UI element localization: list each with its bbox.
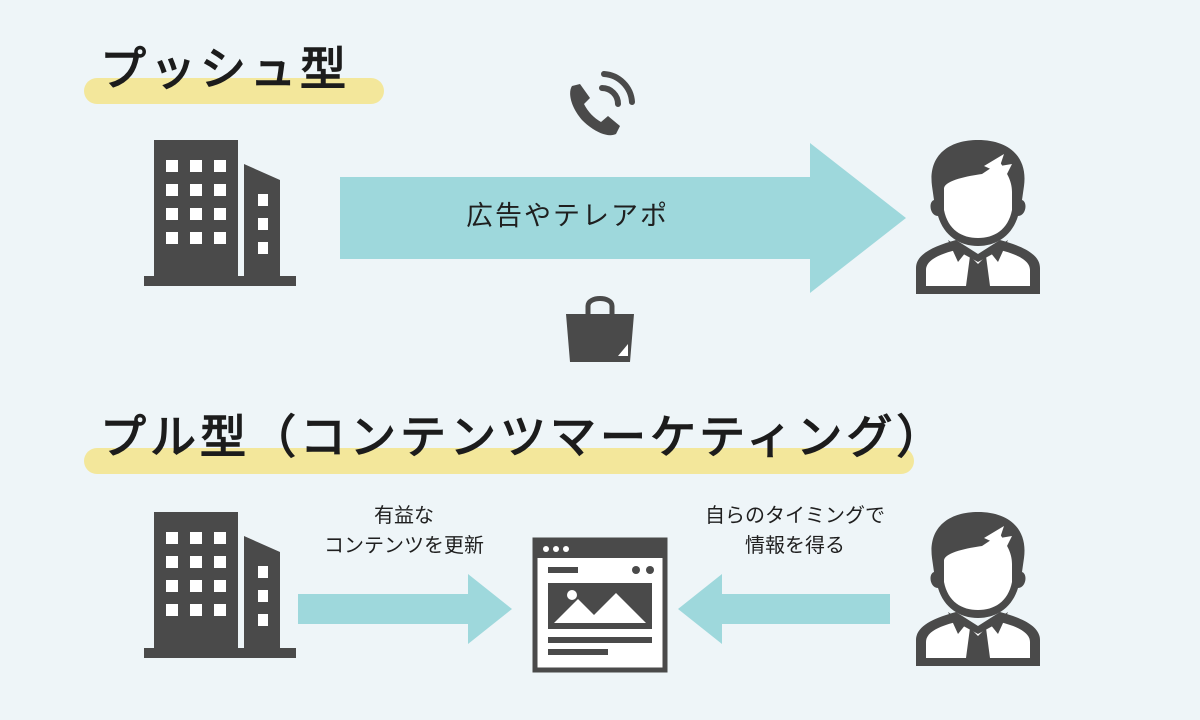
push-title-highlight <box>84 78 384 104</box>
building-icon <box>144 140 296 286</box>
webpage-icon <box>532 537 668 673</box>
pull-arrow-right <box>298 574 512 644</box>
pull-right-caption-line: 自らのタイミングで <box>705 503 885 527</box>
phone-icon <box>570 71 635 136</box>
pull-left-caption: 有益な コンテンツを更新 <box>298 500 510 560</box>
pull-right-caption-line: 情報を得る <box>745 533 845 557</box>
push-title: プッシュ型 <box>100 42 350 96</box>
pull-left-caption-line: 有益な <box>374 503 434 527</box>
building-icon <box>144 512 296 658</box>
person-icon <box>916 512 1040 666</box>
pull-arrow-left <box>678 574 890 644</box>
push-arrow <box>340 143 906 293</box>
person-icon <box>916 140 1040 294</box>
pull-right-caption: 自らのタイミングで 情報を得る <box>680 500 910 560</box>
pull-title-highlight <box>84 448 914 474</box>
pull-left-caption-line: コンテンツを更新 <box>324 533 484 557</box>
pull-title: プル型（コンテンツマーケティング） <box>100 410 947 464</box>
push-arrow-label: 広告やテレアポ <box>466 201 669 232</box>
bag-icon <box>566 296 634 362</box>
